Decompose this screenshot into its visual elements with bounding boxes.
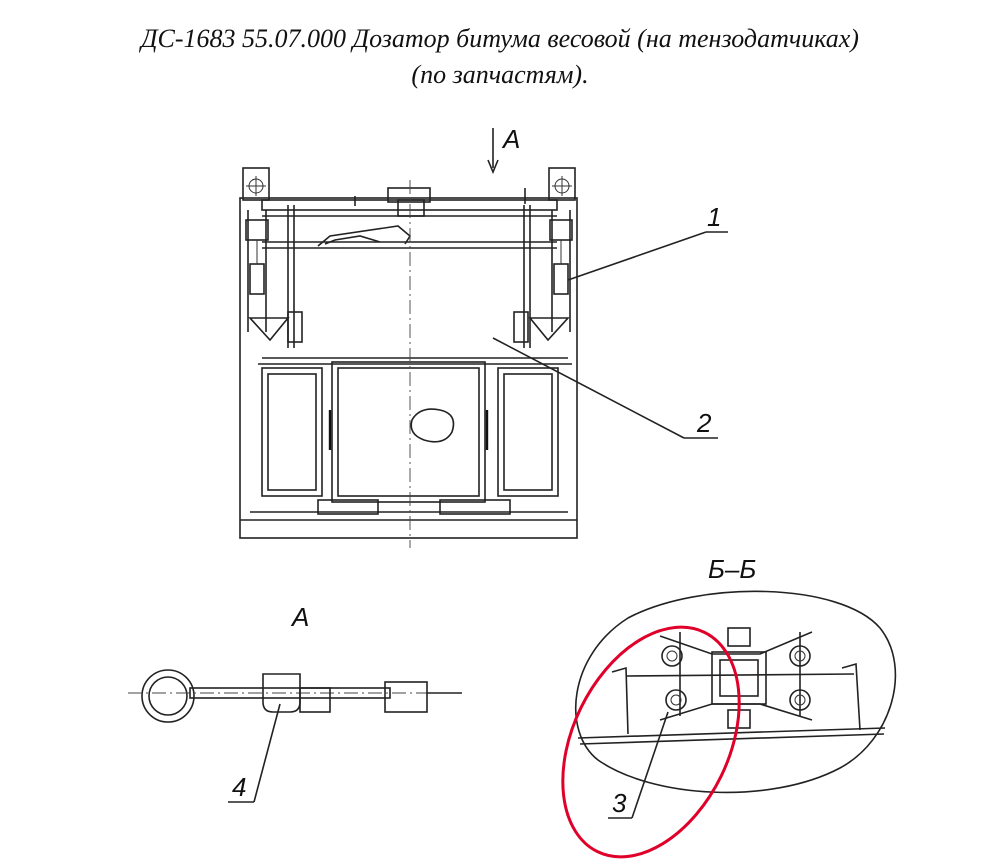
- outer-frame: [239, 197, 578, 539]
- view-arrow-a: А: [487, 124, 520, 175]
- callout-4-label: 4: [232, 772, 246, 802]
- callout-2: 2: [492, 337, 718, 439]
- section-b-b: Б–Б 3: [561, 554, 897, 859]
- callout-2-label: 2: [696, 408, 712, 438]
- right-panel: [497, 367, 559, 497]
- left-panel: [261, 367, 323, 497]
- callout-3: 3: [608, 711, 669, 819]
- left-load-cell-suspension: [245, 205, 303, 348]
- drawing-title-line-1: ДС-1683 55.07.000 Дозатор битума весовой…: [141, 24, 859, 53]
- callout-4: 4: [228, 703, 281, 803]
- callout-1-label: 1: [707, 202, 721, 232]
- view-a: А 4: [128, 602, 462, 803]
- view-arrow-a-label: А: [501, 124, 520, 154]
- section-b-b-label: Б–Б: [708, 554, 756, 584]
- callout-3-label: 3: [612, 788, 627, 818]
- right-lifting-lug: [548, 167, 576, 201]
- center-panel: [331, 361, 486, 503]
- callout-1: 1: [567, 202, 728, 281]
- main-view: А: [239, 124, 728, 548]
- view-a-label: А: [290, 602, 309, 632]
- inspection-opening: [410, 408, 455, 443]
- highlight-circle: [561, 625, 741, 859]
- right-load-cell-suspension: [513, 205, 573, 348]
- drawing-title-line-2: (по запчастям).: [411, 60, 589, 89]
- left-lifting-lug: [242, 167, 270, 201]
